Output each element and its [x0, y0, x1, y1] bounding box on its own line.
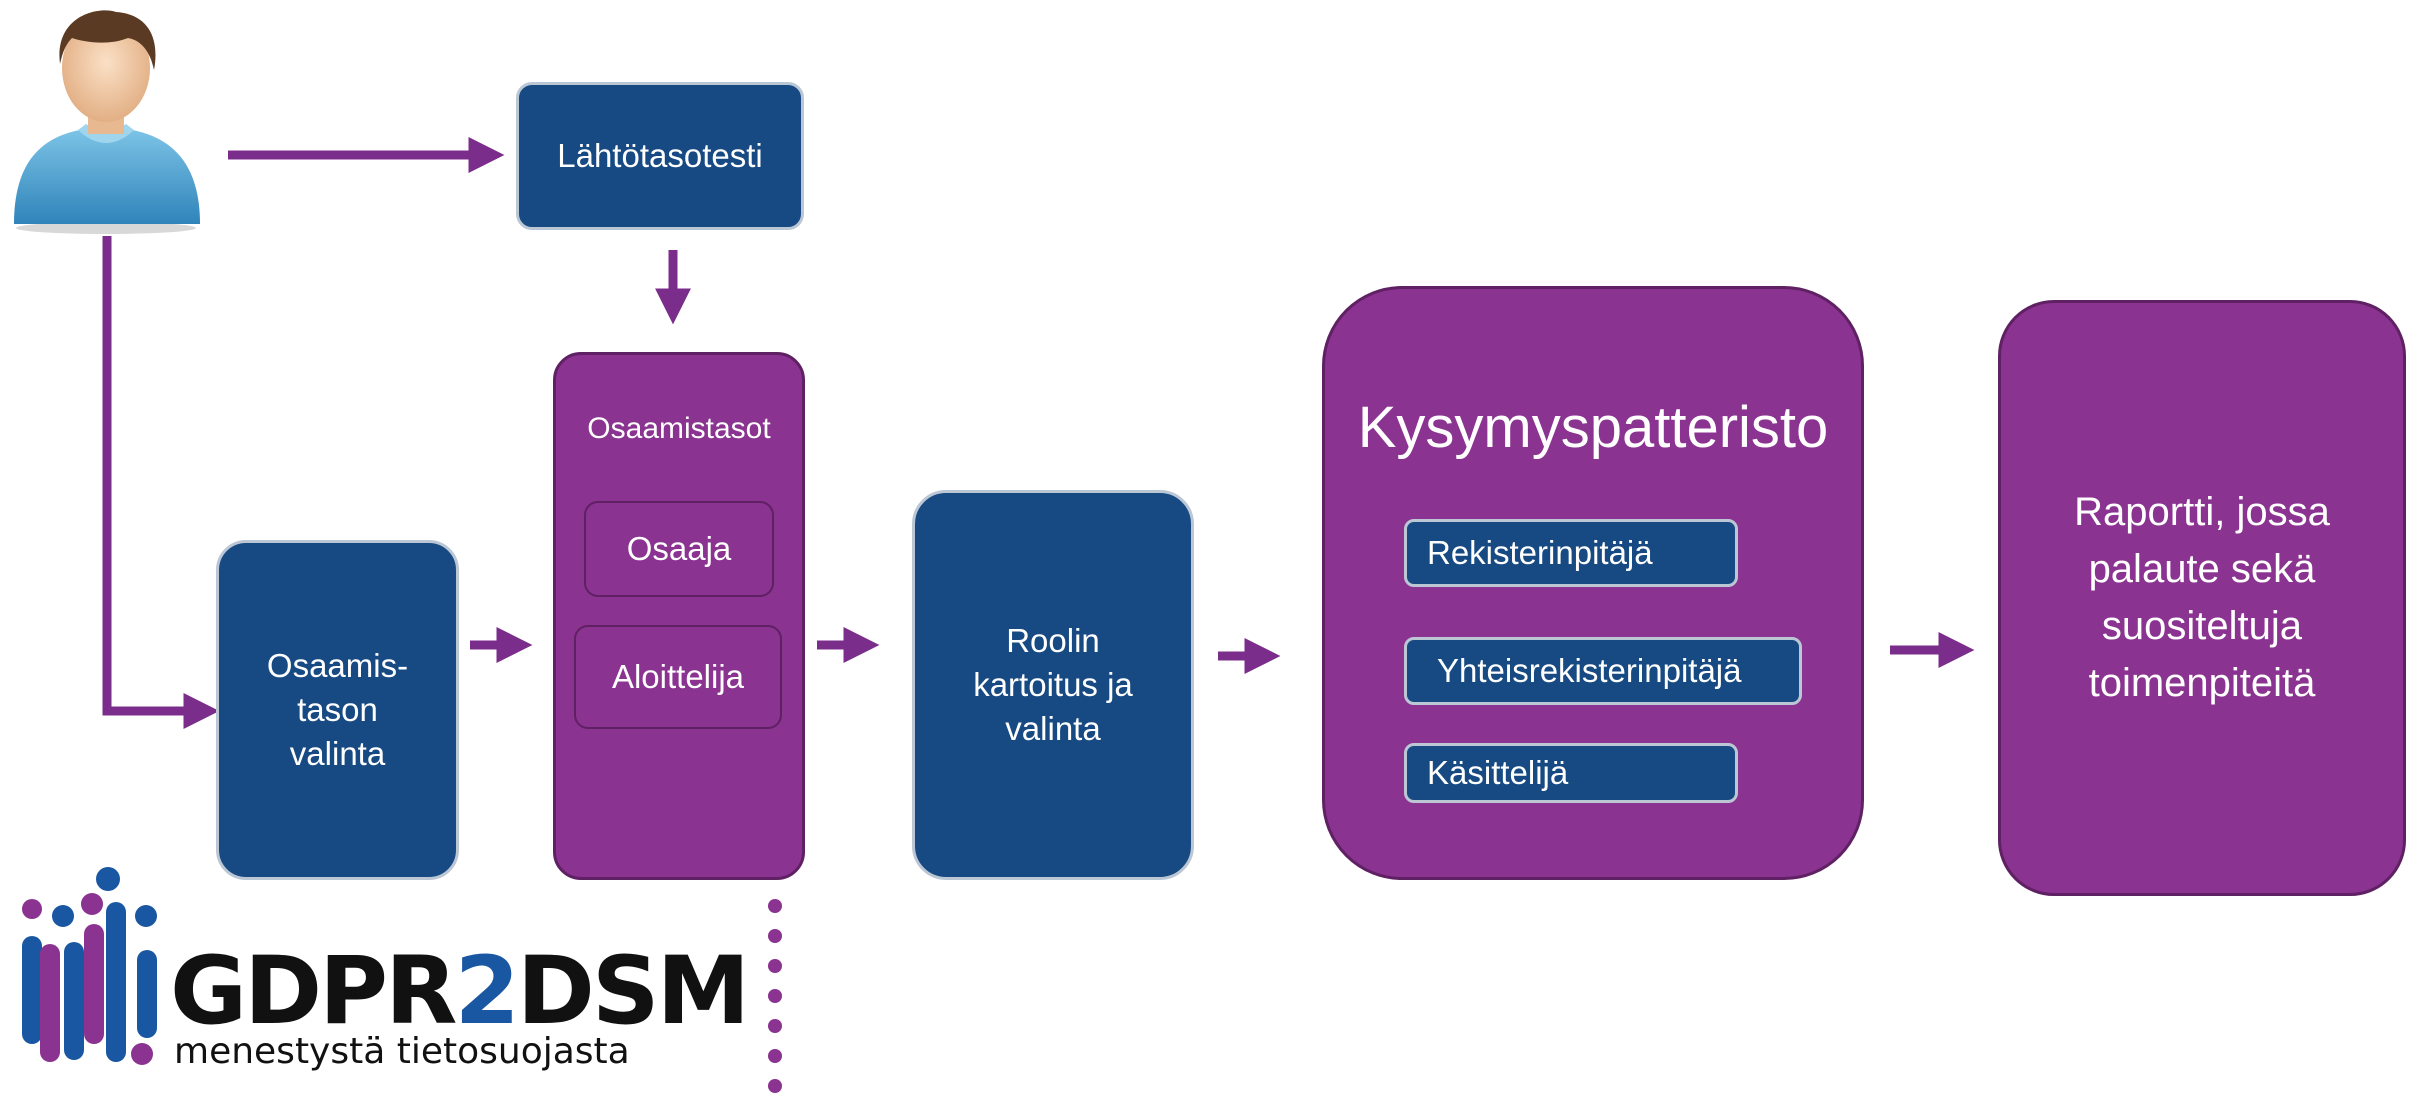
roolin-kartoitus-label: Roolin kartoitus ja valinta	[973, 622, 1133, 747]
logo-name-part1: GDPR	[170, 937, 457, 1046]
osaamistasot-title: Osaamistasot	[587, 412, 771, 445]
user-avatar-icon	[14, 10, 200, 234]
role-yhteisrekisterinpitaja-label: Yhteisrekisterinpitäjä	[1437, 652, 1742, 689]
osaamistason-valinta-label: Osaamis- tason valinta	[266, 647, 409, 772]
lahtotasotesti-box: Lähtötasotesti	[516, 82, 804, 230]
kysymyspatteristo-box: Kysymyspatteristo Rekisterinpitäjä Yhtei…	[1322, 286, 1864, 880]
role-rekisterinpitaja-label: Rekisterinpitäjä	[1427, 534, 1653, 571]
osaamistason-valinta-box: Osaamis- tason valinta	[216, 540, 459, 880]
gdpr2dsm-logo-mark	[22, 867, 157, 1065]
raportti-box: Raportti, jossa palaute sekä suositeltuj…	[1998, 300, 2406, 896]
logo-name-part2: 2	[454, 937, 519, 1046]
role-kasittelija-label: Käsittelijä	[1427, 754, 1569, 791]
level-osaaja-label: Osaaja	[626, 530, 732, 567]
kysymyspatteristo-title: Kysymyspatteristo	[1357, 395, 1829, 460]
logo-tagline: menestystä tietosuojasta	[174, 1031, 630, 1072]
role-yhteisrekisterinpitaja: Yhteisrekisterinpitäjä	[1404, 637, 1802, 705]
logo-name-part3: DSM	[516, 937, 750, 1046]
level-aloittelija: Aloittelija	[574, 625, 782, 729]
lahtotasotesti-label: Lähtötasotesti	[557, 137, 763, 174]
logo-wordmark: GDPR2DSM	[170, 942, 750, 1042]
role-kasittelija: Käsittelijä	[1404, 743, 1738, 803]
roolin-kartoitus-box: Roolin kartoitus ja valinta	[912, 490, 1194, 880]
osaamistasot-box: Osaamistasot Osaaja Aloittelija	[553, 352, 805, 880]
raportti-label: Raportti, jossa palaute sekä suositeltuj…	[2074, 490, 2330, 705]
level-aloittelija-label: Aloittelija	[611, 658, 745, 695]
arrow-user-to-level-choice	[102, 236, 220, 729]
role-rekisterinpitaja: Rekisterinpitäjä	[1404, 519, 1738, 587]
dotted-divider	[768, 899, 782, 1093]
level-osaaja: Osaaja	[584, 501, 774, 597]
